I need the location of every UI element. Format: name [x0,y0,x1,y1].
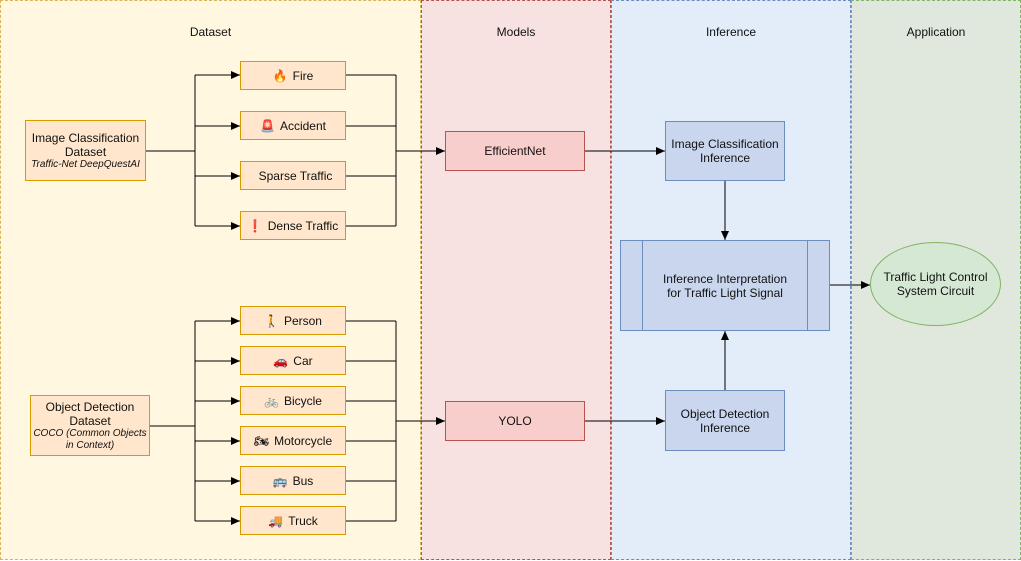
class-label-person: Person [283,313,322,328]
class-box-fire: 🔥 Fire [240,61,346,90]
fire-icon: 🔥 [272,68,288,83]
class-box-bicycle: 🚲 Bicycle [240,386,346,415]
classification-dataset-title: Image Classification Dataset [31,130,140,159]
class-box-car: 🚗 Car [240,346,346,375]
class-box-dense-traffic: ❗ Dense Traffic [240,211,346,240]
class-label-dense-traffic: Dense Traffic [267,218,339,233]
class-label-sparse-traffic: Sparse Traffic [258,168,333,183]
exclamation-icon: ❗ [247,218,263,233]
class-label-truck: Truck [288,513,318,528]
class-label-accident: Accident [279,118,326,133]
class-box-truck: 🚚 Truck [240,506,346,535]
detection-dataset-box: Object Detection Dataset COCO (Common Ob… [30,395,150,456]
lane-title-models: Models [496,25,536,39]
truck-icon: 🚚 [268,513,284,528]
class-box-accident: 🚨 Accident [240,111,346,140]
application-label-circuit: Traffic Light Control System Circuit [883,270,988,298]
person-walking-icon: 🚶 [264,313,279,328]
application-circuit-ellipse: Traffic Light Control System Circuit [870,242,1001,326]
car-icon: 🚗 [273,353,289,368]
classification-dataset-box: Image Classification Dataset Traffic-Net… [25,120,146,181]
inference-box-interpretation: Inference Interpretation for Traffic Lig… [620,240,830,331]
class-label-bus: Bus [292,473,314,488]
inference-box-detection: Object Detection Inference [665,390,785,451]
class-box-motorcycle: 🏍 Motorcycle [240,426,346,455]
classification-dataset-subtitle: Traffic-Net DeepQuestAI [31,158,140,170]
motorcycle-icon: 🏍 [253,433,270,448]
bus-icon: 🚌 [272,473,288,488]
class-label-car: Car [293,353,313,368]
siren-icon: 🚨 [260,118,275,133]
interpretation-left-divider [642,241,643,330]
lane-dataset: Dataset [0,0,421,560]
model-label-efficientnet: EfficientNet [484,144,546,158]
lane-models: Models [421,0,611,560]
model-box-efficientnet: EfficientNet [445,131,585,171]
lane-title-application: Application [906,25,966,39]
class-label-motorcycle: Motorcycle [274,433,333,448]
class-box-bus: 🚌 Bus [240,466,346,495]
inference-box-classification: Image Classification Inference [665,121,785,181]
inference-label-interpretation: Inference Interpretation for Traffic Lig… [662,271,788,300]
bicycle-icon: 🚲 [264,393,279,408]
detection-dataset-title: Object Detection Dataset [45,399,135,428]
lane-title-dataset: Dataset [189,25,232,39]
class-box-person: 🚶 Person [240,306,346,335]
model-label-yolo: YOLO [498,414,532,428]
inference-label-classification: Image Classification Inference [671,137,779,165]
detection-dataset-subtitle: COCO (Common Objects in Context) [33,427,147,451]
class-box-sparse-traffic: Sparse Traffic [240,161,346,190]
model-box-yolo: YOLO [445,401,585,441]
class-label-fire: Fire [292,68,314,83]
class-label-bicycle: Bicycle [283,393,322,408]
interpretation-right-divider [807,241,808,330]
inference-label-detection: Object Detection Inference [680,406,770,435]
lane-title-inference: Inference [705,25,757,39]
